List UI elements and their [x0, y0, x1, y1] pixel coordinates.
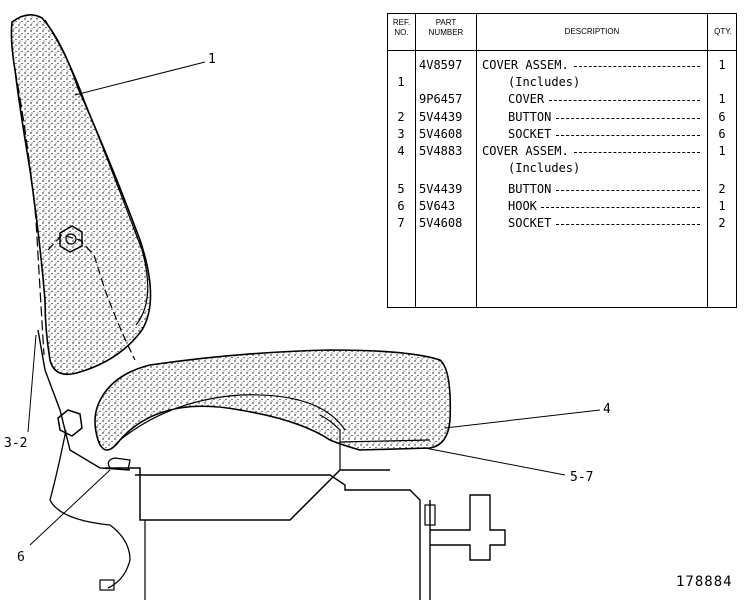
cell-ref: 6 — [397, 199, 405, 213]
cell-qty: 1 — [718, 92, 726, 106]
cell-part: 5V4439 — [419, 182, 463, 196]
cell-ref: 2 — [397, 110, 405, 124]
leader-dots — [555, 135, 700, 136]
cell-desc: COVER ASSEM. — [482, 58, 569, 72]
cell-qty: 1 — [718, 58, 726, 72]
backrest-cover — [10, 14, 152, 376]
cell-part: 5V4608 — [419, 216, 463, 230]
table-row: 7 5V4608 SOCKET 2 — [388, 215, 738, 231]
cell-ref: 7 — [397, 216, 405, 230]
cell-part: 4V8597 — [419, 58, 463, 72]
cell-ref: 4 — [397, 144, 405, 158]
cell-qty: 1 — [718, 144, 726, 158]
callout-6: 6 — [17, 550, 25, 565]
leader-dots — [555, 118, 700, 119]
leader-dots — [555, 224, 700, 225]
leader-dots — [548, 100, 700, 101]
cell-ref: 5 — [397, 182, 405, 196]
cell-desc: COVER — [508, 92, 545, 106]
cell-part: 5V4439 — [419, 110, 463, 124]
cell-desc: SOCKET — [508, 127, 552, 141]
cell-desc: SOCKET — [508, 216, 552, 230]
table-row: 4V8597 COVER ASSEM. 1 — [388, 57, 738, 73]
cell-part: 5V4608 — [419, 127, 463, 141]
table-row: 2 5V4439 BUTTON 6 — [388, 109, 738, 125]
leader-dots — [555, 190, 700, 191]
table-row: (Includes) — [388, 160, 738, 176]
leader-dots — [541, 207, 700, 208]
cell-ref: 1 — [397, 75, 405, 89]
cell-qty: 2 — [718, 216, 726, 230]
cell-desc: HOOK — [508, 199, 537, 213]
cell-desc: BUTTON — [508, 182, 552, 196]
cell-qty: 2 — [718, 182, 726, 196]
cell-desc: (Includes) — [508, 161, 581, 175]
cell-qty: 6 — [718, 127, 726, 141]
figure-number: 178884 — [676, 574, 733, 590]
cell-qty: 6 — [718, 110, 726, 124]
seat-cushion-cover — [94, 349, 452, 451]
header-ref: REF.NO. — [392, 18, 411, 37]
table-row: 5 5V4439 BUTTON 2 — [388, 181, 738, 197]
cell-ref: 3 — [397, 127, 405, 141]
callout-4: 4 — [603, 402, 611, 417]
leader-dots — [573, 152, 700, 153]
cell-desc: BUTTON — [508, 110, 552, 124]
header-qty: QTY. — [714, 27, 732, 36]
cell-part: 9P6457 — [419, 92, 463, 106]
cell-desc: COVER ASSEM. — [482, 144, 569, 158]
callout-3-2: 3-2 — [4, 436, 28, 451]
cell-part: 5V4883 — [419, 144, 463, 158]
leader-dots — [573, 66, 700, 67]
table-row: 3 5V4608 SOCKET 6 — [388, 126, 738, 142]
cell-qty: 1 — [718, 199, 726, 213]
cell-part: 5V643 — [419, 199, 456, 213]
table-row: 9P6457 COVER 1 — [388, 91, 738, 107]
table-row: 6 5V643 HOOK 1 — [388, 198, 738, 214]
header-description: DESCRIPTION — [564, 27, 620, 36]
table-row: 1 (Includes) — [388, 74, 738, 90]
callout-5-7: 5-7 — [570, 470, 594, 485]
cell-desc: (Includes) — [508, 75, 581, 89]
table-row: 4 5V4883 COVER ASSEM. 1 — [388, 143, 738, 159]
callout-1: 1 — [208, 52, 216, 67]
